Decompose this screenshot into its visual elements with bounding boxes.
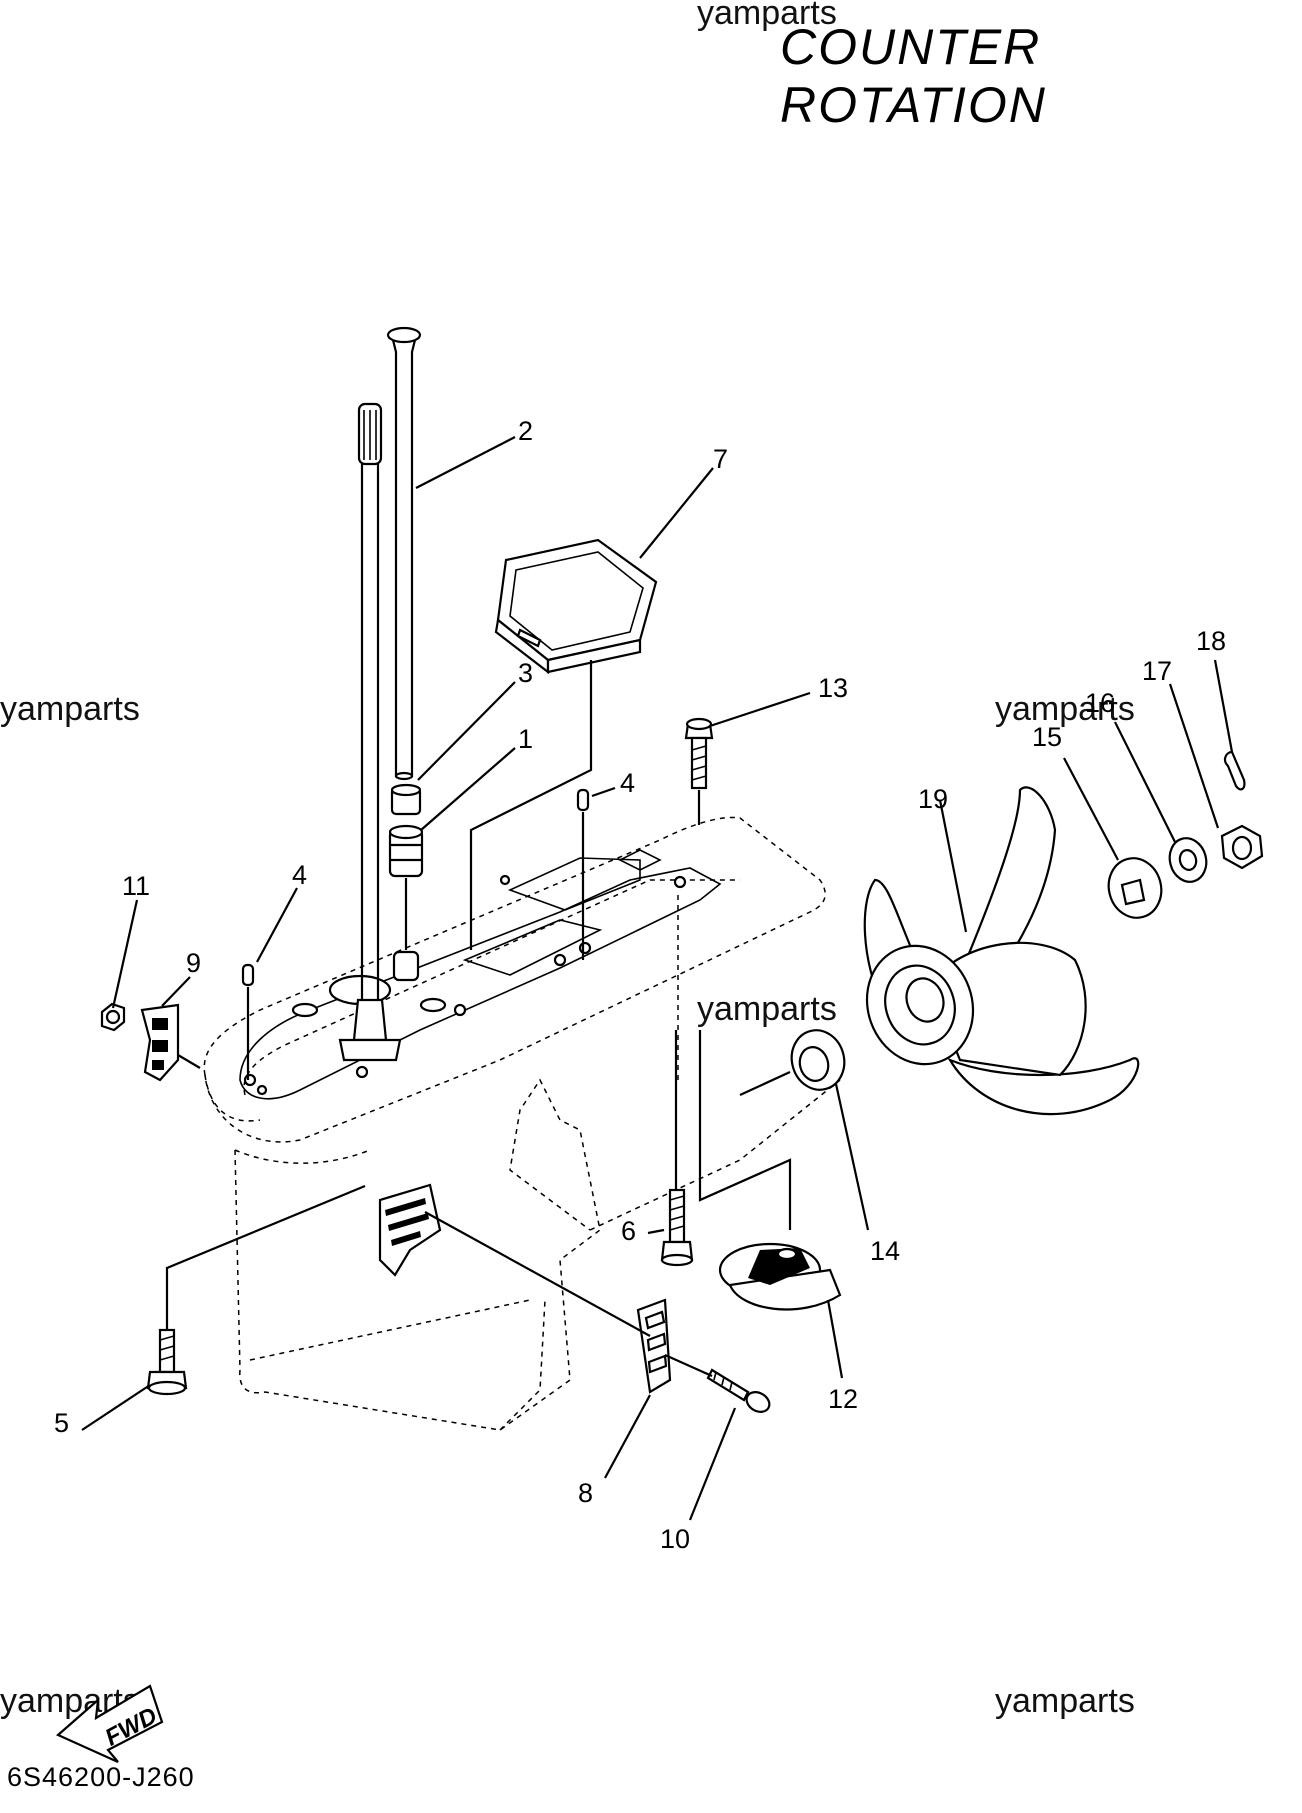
callout-19: 19 bbox=[918, 784, 948, 814]
callout-11: 11 bbox=[122, 871, 150, 901]
thrust-washer-14 bbox=[739, 1029, 846, 1096]
propeller-19 bbox=[863, 786, 1140, 1116]
bolt-5 bbox=[146, 1184, 366, 1396]
nut-11 bbox=[100, 1002, 126, 1032]
watermark-right: yamparts bbox=[995, 690, 1135, 728]
bolt-6 bbox=[660, 1030, 694, 1267]
fwd-arrow-icon: FWD bbox=[55, 1684, 164, 1764]
watermark-top: yamparts bbox=[697, 0, 837, 32]
washer-16 bbox=[1168, 837, 1208, 883]
lower-casing bbox=[203, 816, 841, 1431]
drive-shaft bbox=[338, 402, 402, 1062]
watermark-bottom-right: yamparts bbox=[995, 1682, 1135, 1720]
callout-14: 14 bbox=[870, 1236, 900, 1266]
callout-6: 6 bbox=[621, 1216, 636, 1246]
screw-10 bbox=[706, 1368, 771, 1413]
callout-9: 9 bbox=[186, 948, 201, 978]
water-pipe bbox=[386, 326, 422, 781]
callout-10: 10 bbox=[660, 1524, 690, 1554]
leader-lines bbox=[81, 436, 1234, 1521]
callout-1: 1 bbox=[518, 724, 533, 754]
callout-2: 2 bbox=[518, 416, 533, 446]
rubber-seal bbox=[388, 824, 424, 982]
callout-13: 13 bbox=[818, 673, 848, 703]
grommet bbox=[390, 783, 422, 816]
callout-17: 17 bbox=[1142, 656, 1172, 686]
nut-17 bbox=[1220, 824, 1264, 870]
callout-15: 15 bbox=[1032, 722, 1062, 752]
dowel-pin-right bbox=[576, 788, 590, 960]
trim-tab-9 bbox=[140, 1003, 180, 1082]
spacer-15 bbox=[1107, 857, 1163, 919]
callout-4-left: 4 bbox=[292, 860, 307, 890]
anode-12 bbox=[718, 1242, 842, 1311]
anode-8 bbox=[636, 1298, 672, 1394]
callout-8: 8 bbox=[578, 1478, 593, 1508]
callout-7: 7 bbox=[713, 444, 728, 474]
callout-3: 3 bbox=[518, 658, 533, 688]
diagram-code: 6S46200-J260 bbox=[7, 1762, 195, 1792]
cotter-pin-18 bbox=[1223, 750, 1246, 791]
callout-12: 12 bbox=[828, 1384, 858, 1414]
page-title: COUNTER ROTATION bbox=[780, 19, 1047, 133]
bolt-13 bbox=[677, 717, 714, 1080]
callout-16: 16 bbox=[1085, 688, 1115, 718]
dowel-pin-left bbox=[241, 963, 255, 1080]
callout-18: 18 bbox=[1196, 626, 1226, 656]
callout-4-right: 4 bbox=[620, 768, 635, 798]
callout-5: 5 bbox=[54, 1408, 69, 1438]
gasket bbox=[494, 538, 658, 675]
watermark-left: yamparts bbox=[0, 690, 140, 728]
watermark-center: yamparts bbox=[697, 990, 837, 1028]
